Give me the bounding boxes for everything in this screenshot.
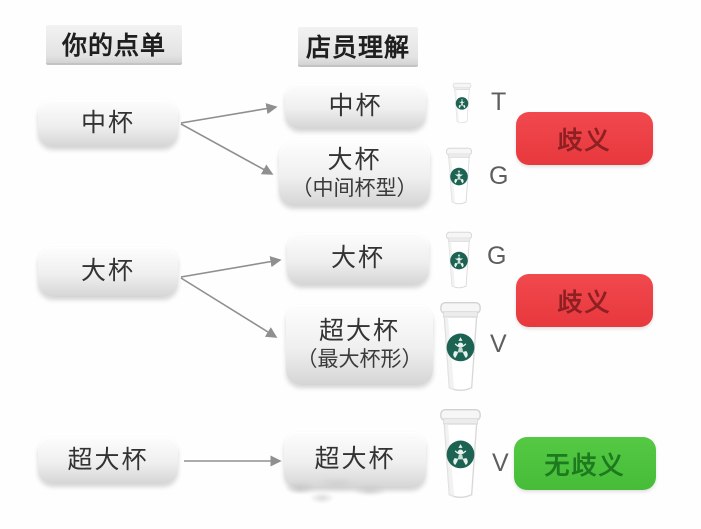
interpretation-box-row1-b: 大杯 （中间杯型） [279, 142, 430, 206]
arrow-row1-b [180, 123, 274, 175]
arrow-row1-a [180, 103, 278, 124]
cup-grande-icon [442, 146, 476, 206]
watermark-smudge [282, 476, 398, 508]
cup-grande-icon [442, 230, 476, 290]
interpretation-box-row2-b: 超大杯 （最大杯形） [286, 305, 433, 385]
interpretation-sublabel: （最大杯形） [296, 347, 423, 371]
header-your-order: 你的点单 [46, 25, 182, 63]
size-letter-grande: G [489, 162, 509, 190]
header-staff-understanding: 店员理解 [298, 27, 418, 65]
cup-venti-icon [433, 300, 488, 393]
interpretation-sublabel: （中间杯型） [291, 176, 418, 200]
interpretation-label: 超大杯 [314, 445, 396, 474]
cup-venti-icon [433, 407, 488, 500]
order-label: 超大杯 [67, 445, 149, 474]
interpretation-label: 中杯 [328, 91, 383, 120]
size-letter-grande: G [487, 242, 507, 270]
interpretation-label: 大杯 [327, 146, 382, 175]
interpretation-box-row1-a: 中杯 [285, 84, 426, 129]
order-box-row3: 超大杯 [38, 437, 178, 484]
order-label: 中杯 [80, 108, 135, 137]
arrow-row2-a [180, 256, 282, 278]
size-letter-venti: V [490, 330, 507, 358]
interpretation-label: 大杯 [330, 244, 385, 273]
ambiguity-badge-row1: 歧义 [516, 112, 653, 165]
arrow-row2-b [180, 277, 278, 338]
interpretation-label: 超大杯 [318, 317, 400, 346]
order-box-row1: 中杯 [38, 100, 178, 147]
interpretation-box-row2-a: 大杯 [287, 233, 429, 285]
ambiguity-badge-row2: 歧义 [516, 274, 653, 327]
order-label: 大杯 [80, 257, 135, 286]
size-letter-venti: V [492, 449, 509, 477]
size-letter-tall: T [491, 88, 507, 116]
cup-tall-icon [448, 82, 476, 124]
no-ambiguity-badge-row3: 无歧义 [514, 437, 656, 490]
order-box-row2: 大杯 [38, 247, 178, 297]
